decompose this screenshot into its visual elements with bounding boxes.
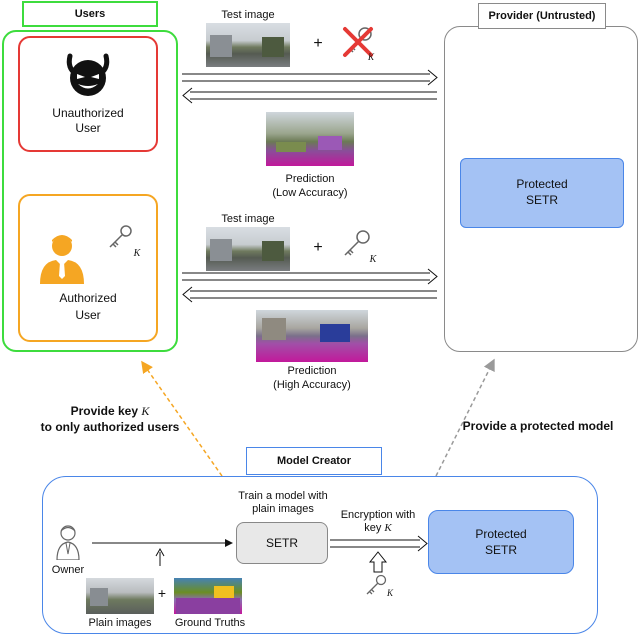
train-label-2: plain images [252,503,314,515]
top-test-image-label: Test image [221,9,275,21]
encryption-arrow [330,535,428,552]
authorized-user-label-2: User [75,308,101,322]
bottom-test-image [206,227,290,271]
model-creator-title [246,447,382,475]
provide-key-arrow [141,360,223,477]
unauthorized-user-label-1: Unauthorized [52,106,124,120]
bottom-prediction-label-2: (High Accuracy) [273,379,351,391]
bottom-plus: + [313,239,323,256]
creator-key-symbol: K [386,588,393,598]
top-key-symbol: K [367,52,374,62]
model-creator-title-text: Model Creator [277,455,351,467]
encryption-label-2: key K [364,522,392,534]
ground-truths-label: Ground Truths [174,617,246,629]
creator-protected-label-1: Protected [475,527,527,541]
provider-protected-label-2: SETR [525,193,558,207]
authorized-user-box [18,194,158,342]
setr-box [236,522,328,564]
users-panel [2,30,178,352]
provide-model-text: Provide a protected model [462,419,614,433]
provider-panel-title [478,3,606,29]
users-panel-title-text: Users [74,8,106,20]
authorized-key-symbol: K [133,248,141,259]
devil-icon [66,53,110,96]
bottom-key-symbol: K [369,254,377,265]
unauthorized-user-label-2: User [75,121,101,135]
bottom-response-arrow [182,286,437,303]
businessman-icon [40,235,84,284]
users-panel-title [22,1,158,27]
unauthorized-user-box [18,36,158,152]
crossed-key-icon [343,27,373,57]
provide-key-text-2: to only authorized users [40,420,180,434]
owner-icon [56,525,80,560]
key-icon [344,230,370,256]
plain-image [86,578,154,614]
top-plus: + [313,35,323,52]
provider-panel-title-text: Provider (Untrusted) [488,10,596,22]
provider-protected-setr [460,158,624,228]
owner-label: Owner [51,564,85,576]
provide-key-text-1: Provide key K [70,404,150,418]
key-icon [366,574,387,595]
data-up-arrow [155,547,165,566]
key-up-arrow [368,551,388,573]
train-label-1: Train a model with [238,490,328,502]
creator-protected-setr [428,510,574,574]
top-request-arrow [182,69,438,86]
bottom-test-image-label: Test image [221,213,275,225]
top-prediction-label-1: Prediction [285,173,335,185]
bottom-prediction-image [256,310,368,362]
model-creator-panel [42,476,598,634]
creator-protected-label-2: SETR [484,543,517,557]
bottom-request-arrow [182,268,438,285]
encryption-label-1: Encryption with [340,509,416,521]
authorized-user-label-1: Authorized [59,291,117,305]
key-icon [109,225,132,248]
plain-images-label: Plain images [88,617,152,629]
data-plus: + [157,585,167,601]
top-prediction-label-2: (Low Accuracy) [272,187,348,199]
provider-protected-label-1: Protected [516,177,568,191]
ground-truth-image [174,578,242,614]
top-prediction-image [266,112,354,166]
setr-label: SETR [265,536,298,550]
provide-model-arrow [435,358,495,477]
top-response-arrow [182,87,437,104]
top-test-image [206,23,290,67]
bottom-prediction-label-1: Prediction [287,365,337,377]
